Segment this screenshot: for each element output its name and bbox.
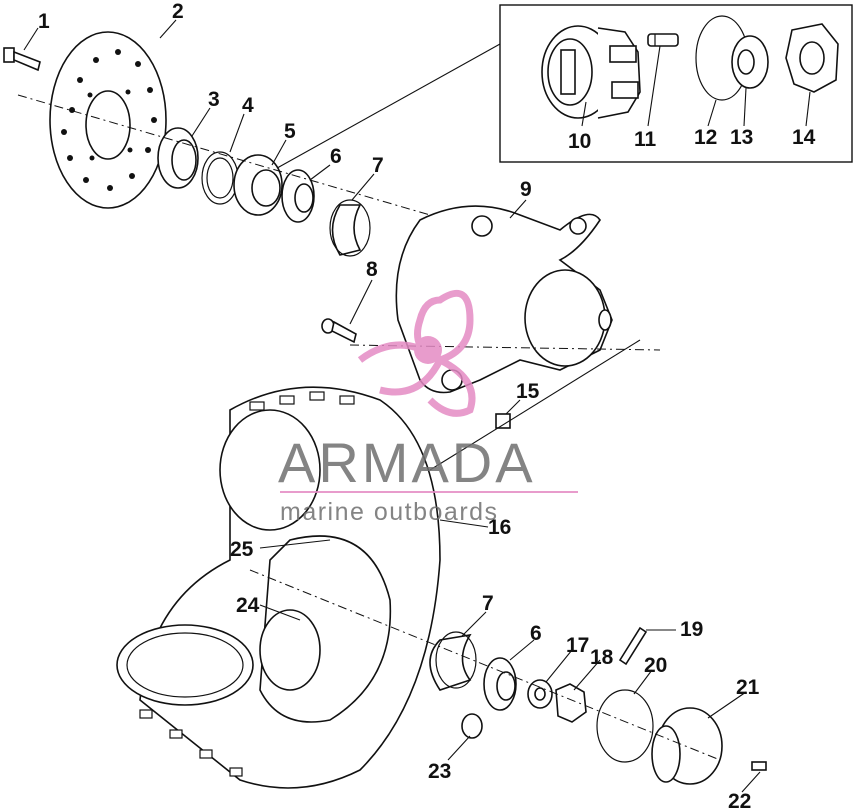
brake-disc-part bbox=[49, 31, 167, 209]
castle-nut-part bbox=[555, 683, 587, 723]
hub-part bbox=[233, 154, 283, 216]
cotter-pin-part bbox=[618, 626, 648, 666]
lower-oring-part bbox=[596, 689, 654, 763]
inset-washer-part bbox=[731, 35, 769, 89]
callout-17: 17 bbox=[566, 634, 589, 657]
callout-25: 25 bbox=[230, 538, 254, 561]
screw-part bbox=[321, 318, 357, 344]
lower-bearing-cup-part bbox=[429, 631, 477, 691]
callout-6-upper: 6 bbox=[330, 145, 342, 168]
hub-cap-part bbox=[651, 707, 723, 785]
callout-24: 24 bbox=[236, 594, 260, 617]
bearing-part bbox=[281, 169, 315, 223]
watermark-brand: ARMADA bbox=[278, 431, 536, 494]
callout-8: 8 bbox=[366, 258, 378, 281]
callout-16: 16 bbox=[488, 516, 511, 539]
callout-9: 9 bbox=[520, 178, 532, 201]
grease-fitting-part bbox=[495, 413, 511, 429]
bolt-part bbox=[3, 47, 41, 72]
leader-lines bbox=[23, 19, 761, 793]
bearing-cup-part bbox=[329, 199, 371, 257]
callout-5: 5 bbox=[284, 120, 296, 143]
valve-stem-part bbox=[461, 713, 483, 739]
knuckle-part bbox=[395, 205, 613, 394]
callout-labels: 1 2 3 4 5 6 7 8 9 10 11 12 13 14 15 16 7… bbox=[38, 0, 816, 812]
callout-13: 13 bbox=[730, 126, 753, 149]
callout-4: 4 bbox=[242, 94, 254, 117]
callout-7-upper: 7 bbox=[372, 154, 384, 177]
lower-bearing-part bbox=[483, 657, 517, 711]
callout-6-lower: 6 bbox=[530, 622, 542, 645]
callout-3: 3 bbox=[208, 88, 220, 111]
cap-screw-part bbox=[751, 761, 767, 771]
callout-12: 12 bbox=[694, 126, 717, 149]
callout-21: 21 bbox=[736, 676, 760, 699]
washer-part bbox=[527, 679, 553, 709]
detail-inset bbox=[269, 4, 853, 173]
callout-19: 19 bbox=[680, 618, 703, 641]
inset-hub-part bbox=[541, 25, 641, 119]
callout-11: 11 bbox=[634, 128, 657, 151]
callout-2: 2 bbox=[172, 0, 184, 23]
wheel-rim-part bbox=[116, 535, 392, 723]
inset-nut-part bbox=[785, 23, 839, 93]
callout-15: 15 bbox=[516, 380, 540, 403]
callout-20: 20 bbox=[644, 654, 667, 677]
watermark-tagline: marine outboards bbox=[280, 498, 499, 526]
callout-10: 10 bbox=[568, 130, 591, 153]
inset-pin-part bbox=[647, 33, 679, 47]
seal-part bbox=[157, 127, 199, 189]
callout-14: 14 bbox=[792, 126, 816, 149]
callout-23: 23 bbox=[428, 760, 451, 783]
watermark: ARMADA marine outboards bbox=[278, 289, 578, 526]
callout-1: 1 bbox=[38, 10, 50, 33]
snap-ring-part bbox=[201, 151, 239, 205]
callout-22: 22 bbox=[728, 790, 751, 812]
watermark-logo-icon bbox=[357, 289, 476, 417]
callout-7-lower: 7 bbox=[482, 592, 494, 615]
callout-18: 18 bbox=[590, 646, 614, 669]
